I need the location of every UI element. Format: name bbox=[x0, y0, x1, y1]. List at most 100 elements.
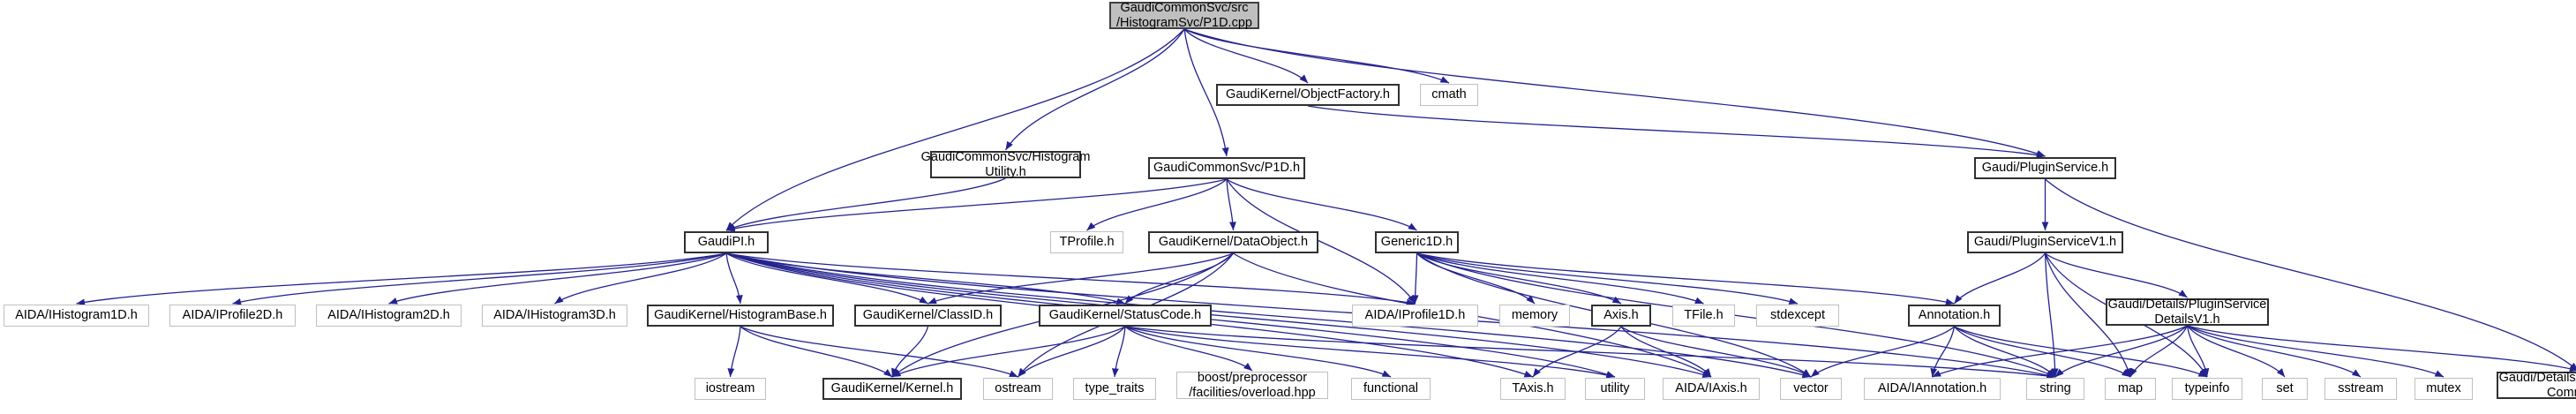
graph-node-ostream[interactable]: ostream bbox=[983, 378, 1053, 400]
graph-node-string[interactable]: string bbox=[2026, 378, 2084, 400]
graph-node-iprofile1d[interactable]: AIDA/IProfile1D.h bbox=[1352, 305, 1478, 327]
edge-gaudipi-to-statuscode bbox=[725, 252, 1126, 305]
graph-node-vector[interactable]: vector bbox=[1780, 378, 1842, 400]
graph-node-sstream[interactable]: sstream bbox=[2324, 378, 2397, 400]
edge-dataobject-to-classid bbox=[928, 252, 1234, 305]
edge-statuscode-to-string bbox=[1124, 326, 2056, 380]
graph-node-axis_h[interactable]: Axis.h bbox=[1591, 305, 1651, 327]
graph-node-histoutility[interactable]: GaudiCommonSvc/Histogram Utility.h bbox=[920, 150, 1091, 179]
edge-p1d_h-to-gaudipi bbox=[725, 178, 1228, 232]
edge-annotation-to-typeinfo bbox=[1954, 326, 2208, 378]
edge-annotation-to-vector bbox=[1810, 326, 1955, 378]
graph-node-set[interactable]: set bbox=[2262, 378, 2308, 400]
graph-node-iostream[interactable]: iostream bbox=[695, 378, 766, 400]
edge-psdetailsv1-to-mutex bbox=[2187, 325, 2445, 378]
edge-p1d_cpp-to-objectfactory bbox=[1183, 28, 1309, 84]
edge-generic1d-to-annotation bbox=[1416, 252, 1955, 305]
edge-gaudipi-to-classid bbox=[725, 252, 928, 305]
edge-statuscode-to-type_traits bbox=[1111, 326, 1126, 378]
graph-node-utility[interactable]: utility bbox=[1585, 378, 1645, 400]
graph-node-tfile[interactable]: TFile.h bbox=[1672, 305, 1735, 327]
graph-node-kernel_h[interactable]: GaudiKernel/Kernel.h bbox=[822, 378, 962, 400]
edge-generic1d-to-stdexcept bbox=[1416, 252, 1799, 305]
graph-node-psdetailsv1[interactable]: Gaudi/Details/PluginService DetailsV1.h bbox=[2106, 297, 2269, 327]
graph-node-classid[interactable]: GaudiKernel/ClassID.h bbox=[854, 305, 1002, 327]
edge-generic1d-to-axis_h bbox=[1416, 252, 1622, 305]
graph-node-statuscode[interactable]: GaudiKernel/StatusCode.h bbox=[1039, 305, 1212, 327]
edge-gaudipi-to-histogrambase bbox=[725, 252, 743, 305]
edge-annotation-to-iannotation bbox=[1930, 326, 1956, 378]
graph-node-pluginservice[interactable]: Gaudi/PluginService.h bbox=[1974, 157, 2116, 179]
graph-node-pluginservicev1[interactable]: Gaudi/PluginServiceV1.h bbox=[1967, 231, 2123, 253]
graph-node-dataobject[interactable]: GaudiKernel/DataObject.h bbox=[1148, 231, 1318, 253]
edge-p1d_h-to-generic1d bbox=[1226, 178, 1417, 231]
edge-statuscode-to-ostream bbox=[1018, 326, 1126, 378]
edge-histogrambase-to-iostream bbox=[727, 326, 741, 378]
edge-histogrambase-to-kernel_h bbox=[740, 326, 893, 378]
graph-node-ihistogram1d[interactable]: AIDA/IHistogram1D.h bbox=[4, 305, 149, 327]
edge-psdetailsv1-to-typeinfo bbox=[2186, 325, 2210, 378]
graph-node-iprofile2d[interactable]: AIDA/IProfile2D.h bbox=[169, 305, 296, 327]
graph-node-iannotation[interactable]: AIDA/IAnnotation.h bbox=[1864, 378, 2001, 400]
edge-gaudipi-to-ihistogram3d bbox=[554, 252, 727, 305]
graph-node-typeinfo[interactable]: typeinfo bbox=[2172, 378, 2242, 400]
edge-statuscode-to-boost_overload bbox=[1124, 326, 1253, 372]
graph-node-stdexcept[interactable]: stdexcept bbox=[1756, 305, 1839, 327]
graph-node-p1d_cpp[interactable]: GaudiCommonSvc/src /HistogramSvc/P1D.cpp bbox=[1109, 1, 1259, 30]
graph-node-generic1d[interactable]: Generic1D.h bbox=[1375, 231, 1459, 253]
edge-statuscode-to-functional bbox=[1124, 326, 1392, 378]
edge-gaudipi-to-iprofile2d bbox=[232, 252, 727, 305]
edge-p1d_h-to-tprofile bbox=[1086, 178, 1228, 231]
edge-axis_h-to-taxis bbox=[1532, 326, 1622, 378]
edge-psdetailsv1-to-string bbox=[2054, 325, 2188, 378]
graph-node-pscommon[interactable]: Gaudi/Details/PluginService Common.h bbox=[2497, 371, 2576, 400]
edge-pluginservice-to-pscommon bbox=[2045, 178, 2576, 372]
edge-p1d_h-to-dataobject bbox=[1226, 178, 1236, 231]
edge-pluginservicev1-to-psdetailsv1 bbox=[2045, 252, 2188, 298]
graph-node-functional[interactable]: functional bbox=[1351, 378, 1431, 400]
edge-annotation-to-map bbox=[1954, 326, 2131, 378]
edge-classid-to-kernel_h bbox=[891, 326, 929, 378]
graph-node-taxis[interactable]: TAxis.h bbox=[1500, 378, 1566, 400]
graph-node-type_traits[interactable]: type_traits bbox=[1073, 378, 1156, 400]
graph-node-ihistogram3d[interactable]: AIDA/IHistogram3D.h bbox=[482, 305, 627, 327]
edge-dataobject-to-statuscode bbox=[1124, 252, 1234, 305]
edge-generic1d-to-tfile bbox=[1416, 252, 1704, 305]
edge-axis_h-to-iaxis bbox=[1620, 326, 1712, 378]
edge-psdetailsv1-to-set bbox=[2186, 325, 2286, 378]
graph-node-histogrambase[interactable]: GaudiKernel/HistogramBase.h bbox=[647, 305, 834, 327]
edge-objectfactory-to-pluginservice bbox=[1307, 105, 2046, 159]
graph-node-ihistogram2d[interactable]: AIDA/IHistogram2D.h bbox=[316, 305, 462, 327]
graph-node-annotation[interactable]: Annotation.h bbox=[1908, 305, 2001, 327]
edge-gaudipi-to-ihistogram2d bbox=[388, 252, 727, 305]
graph-node-p1d_h[interactable]: GaudiCommonSvc/P1D.h bbox=[1148, 157, 1305, 179]
edge-p1d_cpp-to-cmath bbox=[1183, 28, 1450, 84]
edge-annotation-to-string bbox=[1953, 326, 2056, 378]
edge-pluginservicev1-to-string bbox=[2044, 252, 2059, 378]
graph-node-boost_overload[interactable]: boost/preprocessor /facilities/overload.… bbox=[1176, 371, 1328, 400]
edge-gaudipi-to-iprofile1d bbox=[725, 252, 1416, 306]
edge-histogrambase-to-ostream bbox=[740, 326, 1018, 378]
graph-node-tprofile[interactable]: TProfile.h bbox=[1050, 231, 1123, 253]
graph-node-cmath[interactable]: cmath bbox=[1420, 84, 1478, 106]
edge-generic1d-to-memory bbox=[1416, 252, 1536, 305]
edge-gaudipi-to-ihistogram1d bbox=[76, 252, 727, 306]
edge-statuscode-to-utility bbox=[1124, 326, 1616, 379]
graph-node-mutex[interactable]: mutex bbox=[2415, 378, 2473, 400]
graph-node-objectfactory[interactable]: GaudiKernel/ObjectFactory.h bbox=[1216, 84, 1400, 106]
edge-pluginservicev1-to-annotation bbox=[1953, 252, 2047, 305]
edge-statuscode-to-kernel_h bbox=[891, 326, 1126, 378]
edge-p1d_cpp-to-gaudipi bbox=[725, 28, 1185, 231]
edge-generic1d-to-iprofile1d bbox=[1411, 252, 1419, 305]
graph-node-iaxis[interactable]: AIDA/IAxis.h bbox=[1663, 378, 1760, 400]
graph-node-map[interactable]: map bbox=[2105, 378, 2156, 400]
graph-node-memory[interactable]: memory bbox=[1499, 305, 1570, 327]
edge-psdetailsv1-to-pscommon bbox=[2187, 325, 2576, 373]
edge-psdetailsv1-to-sstream bbox=[2187, 325, 2362, 378]
edge-axis_h-to-vector bbox=[1620, 326, 1812, 378]
edge-psdetailsv1-to-map bbox=[2129, 325, 2189, 378]
graph-node-gaudipi[interactable]: GaudiPI.h bbox=[684, 231, 769, 253]
edge-p1d_cpp-to-histoutility bbox=[1004, 28, 1185, 151]
